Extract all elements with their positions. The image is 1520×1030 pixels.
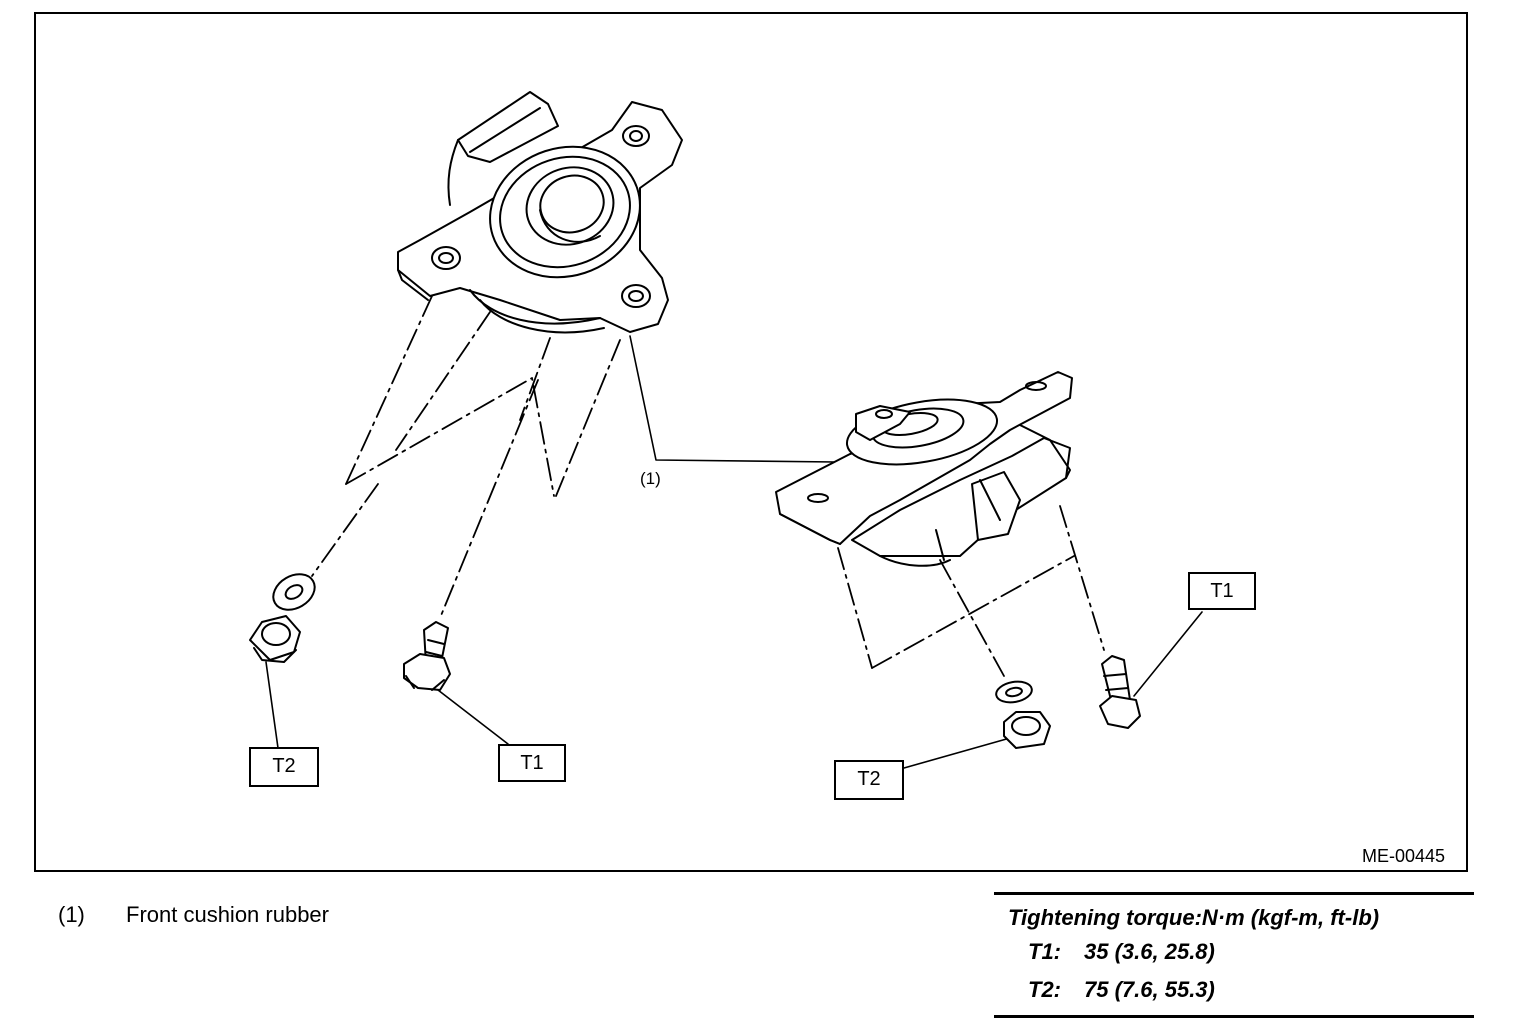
right-cushion-rubber-icon [775,371,1073,567]
legend-number: (1) [58,902,85,927]
washer-icon [272,573,316,611]
left-cushion-rubber-icon [397,91,683,334]
callout-t1-left: T1 [498,744,566,782]
torque-row: T1: 35 (3.6, 25.8) [994,933,1474,971]
leader-lines [265,335,1203,769]
flange-nut-icon [1003,711,1051,749]
callout-t1-right: T1 [1188,572,1256,610]
exploded-view-diagram [249,91,1203,769]
right-centerlines [837,505,1105,677]
torque-title: Tightening torque:N·m (kgf-m, ft-lb) [1008,905,1380,930]
torque-id: T1: [1028,939,1061,964]
part-reference-label: (1) [640,469,661,488]
washer-icon [995,680,1033,704]
callout-t2-right: T2 [834,760,904,800]
figure-frame [34,12,1468,872]
torque-value: 35 (3.6, 25.8) [1084,939,1215,964]
torque-table: Tightening torque:N·m (kgf-m, ft-lb) T1:… [994,892,1474,1018]
flange-bolt-icon [403,621,451,691]
torque-id: T2: [1028,977,1061,1002]
left-centerlines [311,295,621,619]
legend-label: Front cushion rubber [126,902,329,927]
torque-row: T2: 75 (7.6, 55.3) [994,971,1474,1009]
flange-nut-icon [249,615,301,663]
callout-t2-left: T2 [249,747,319,787]
flange-bolt-icon [1099,655,1141,729]
figure-id: ME-00445 [1362,846,1446,866]
torque-value: 75 (7.6, 55.3) [1084,977,1215,1002]
parts-legend: (1) Front cushion rubber [58,902,329,928]
